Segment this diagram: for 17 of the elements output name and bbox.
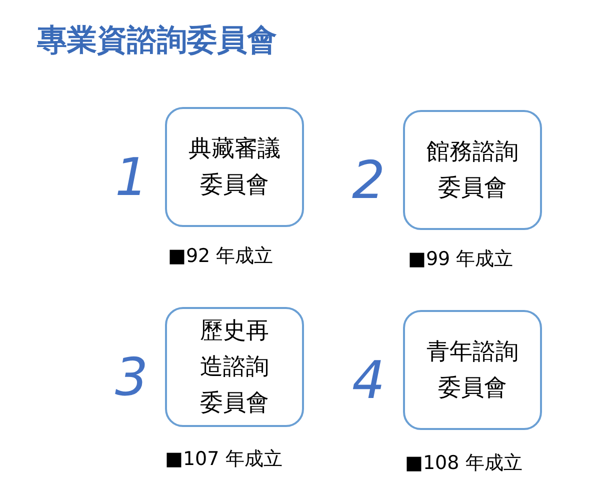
item-number: 1	[115, 152, 148, 204]
committee-name: 青年諮詢委員會	[426, 338, 520, 403]
committee-box	[165, 107, 304, 227]
founding-year: ■108 年成立	[405, 451, 522, 476]
committee-name: 歷史再造諮詢委員會	[199, 317, 270, 418]
title: 專業資諮詢委員會	[37, 22, 277, 60]
committee-box	[403, 310, 542, 430]
committee-box	[165, 307, 304, 427]
committee-box	[403, 110, 542, 230]
committee-name: 館務諮詢委員會	[426, 138, 520, 203]
founding-year: ■99 年成立	[408, 247, 514, 272]
item-number: 4	[352, 355, 386, 407]
committee-name: 典藏審議委員會	[188, 135, 282, 200]
item-number: 3	[115, 352, 148, 404]
founding-year: ■92 年成立	[168, 244, 274, 269]
founding-year: ■107 年成立	[165, 447, 282, 472]
item-number: 2	[352, 155, 386, 207]
